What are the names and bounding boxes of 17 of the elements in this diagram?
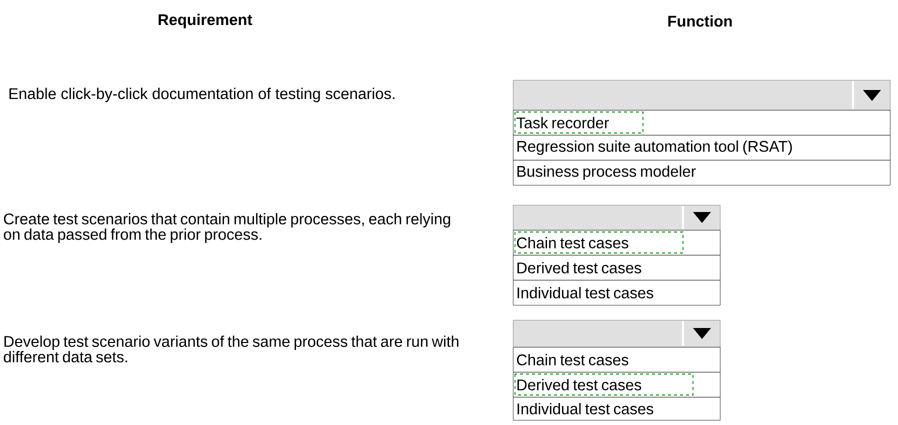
dropdown-option: Regression suite automation tool (RSAT)	[513, 135, 890, 160]
dropdown-option: Individual test cases	[513, 280, 720, 306]
column-heading: Requirement	[158, 14, 252, 28]
dropdown-option: Derived test cases	[513, 255, 720, 280]
dropdown-option: Individual test cases	[513, 397, 720, 420]
dropdown-option: Chain test cases	[513, 347, 720, 372]
dropdown-header	[513, 320, 720, 348]
dropdown-option: Chain test cases	[513, 230, 720, 256]
requirement-text: Develop test scenario variants of the same process that are run with different data sets.	[4, 336, 458, 362]
requirement-text: Enable click-by-click documentation of testing scenarios.	[9, 88, 394, 102]
dropdown-option: Derived test cases	[513, 372, 720, 398]
requirement-text: Create test scenarios that contain multiple processes, each relying on data passed from the prior process.	[4, 213, 450, 243]
dropdown-option: Task recorder	[513, 110, 890, 136]
column-heading: Function	[668, 15, 732, 27]
dropdown-header	[513, 80, 890, 110]
dropdown-option: Business process modeler	[513, 160, 890, 186]
dropdown-header	[513, 205, 720, 230]
